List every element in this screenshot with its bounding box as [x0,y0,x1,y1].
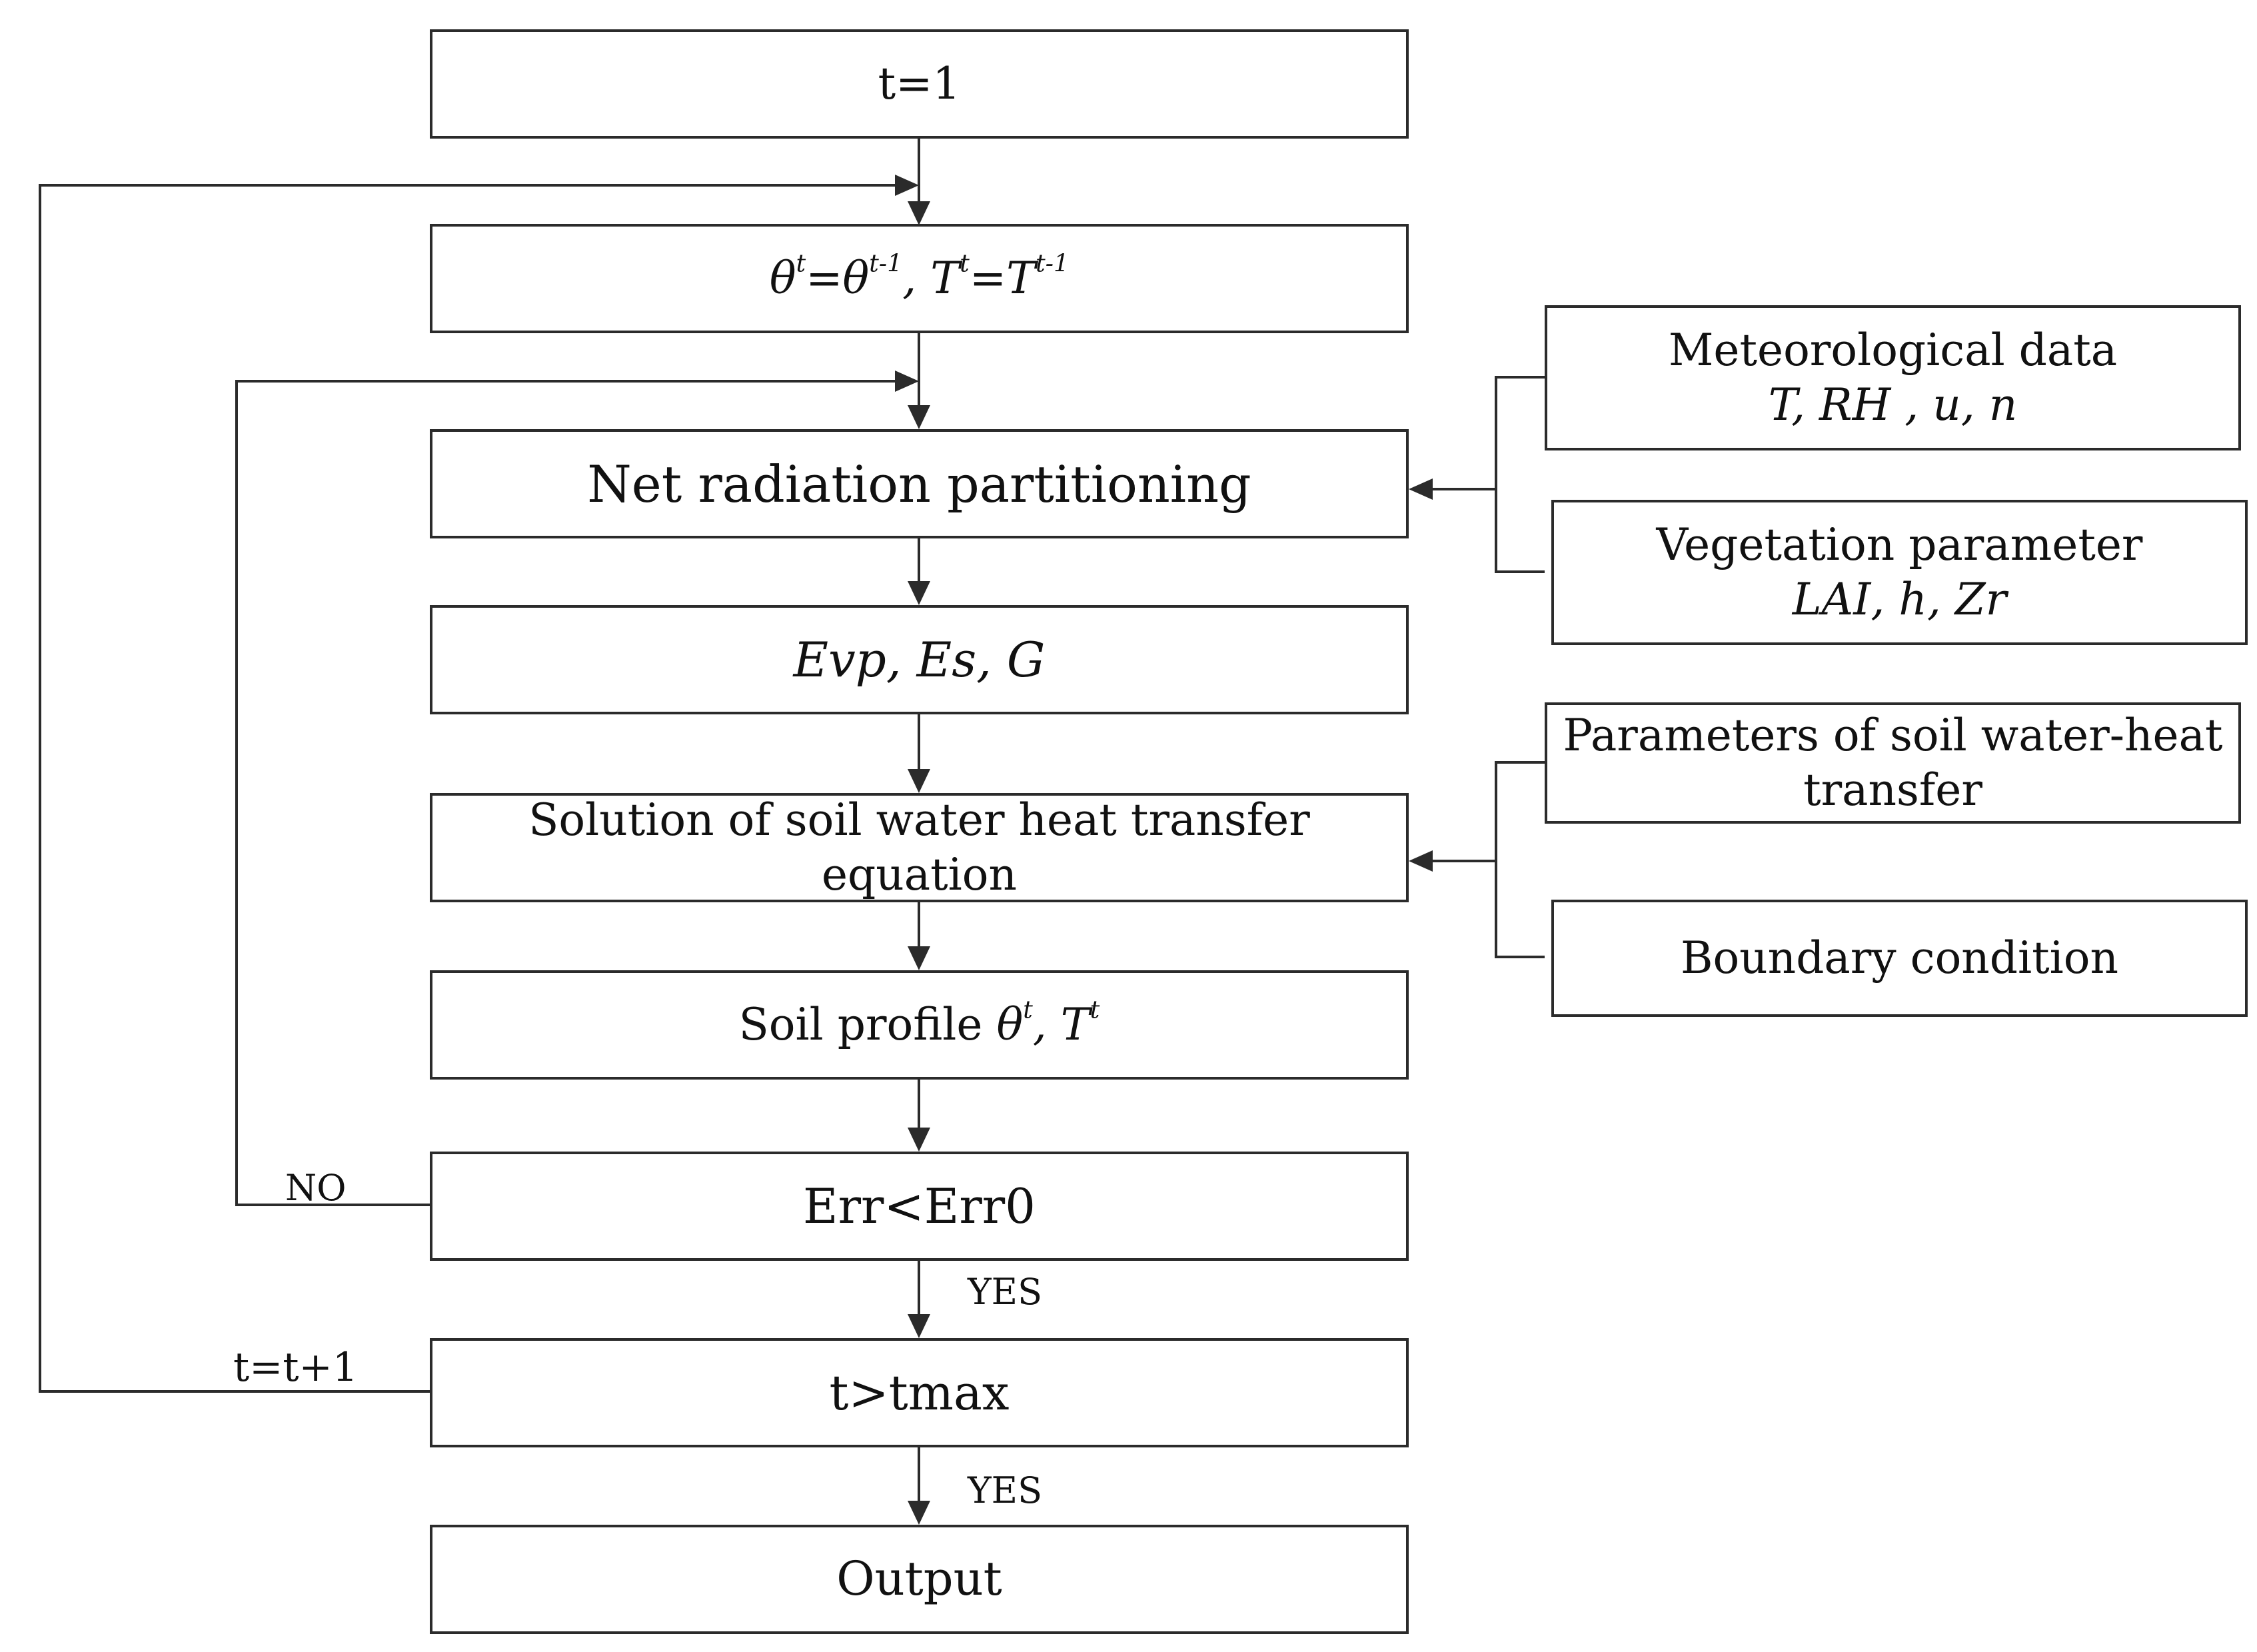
loop-err-no [235,380,900,1206]
arrowhead-netrad [908,405,930,429]
init-text: t=1 [878,57,961,109]
vegetation-title: Vegetation parameter [1656,518,2143,570]
boundary-text: Boundary condition [1680,932,2119,984]
arrowhead-err [908,1128,930,1152]
soil-params-box: Parameters of soil water-heat transfer [1545,702,2241,824]
meteo-vars: T, RH , u, n [1768,379,2018,430]
arrowhead-loop-inner [895,371,919,392]
solution-box: Solution of soil water heat transfer equ… [430,793,1409,902]
yes-label-time: YES [968,1469,1043,1511]
arrowhead-fluxes [908,581,930,605]
arrowhead-loop-outer [895,175,919,196]
assign-text: θt=θt-1, Tt=Tt-1 [769,249,1070,304]
arrowhead-profile [908,946,930,970]
arrowhead-assign [908,201,930,225]
err-check-box: Err<Err0 [430,1152,1409,1261]
net-radiation-text: Net radiation partitioning [587,454,1251,514]
arrowhead-soil-in [1409,850,1433,872]
output-box: Output [430,1525,1409,1634]
solution-text: Solution of soil water heat transfer equ… [528,794,1310,901]
arrowhead-solution [908,769,930,793]
fluxes-box: Evp, Es, G [430,605,1409,714]
bracket-soil [1495,761,1545,958]
time-check-box: t>tmax [430,1338,1409,1447]
fluxes-text: Evp, Es, G [793,632,1046,688]
output-text: Output [836,1551,1002,1607]
profile-text: Soil profile θt, Tt [738,995,1100,1050]
boundary-box: Boundary condition [1551,900,2248,1017]
net-radiation-box: Net radiation partitioning [430,429,1409,538]
arrowhead-meteo-in [1409,478,1433,500]
err-check-text: Err<Err0 [803,1178,1036,1234]
init-box: t=1 [430,29,1409,139]
profile-box: Soil profile θt, Tt [430,970,1409,1080]
vegetation-box: Vegetation parameter LAI, h, Zr [1551,500,2248,645]
meteo-title: Meteorological data [1668,324,2118,376]
arrowhead-time [908,1314,930,1338]
time-check-text: t>tmax [829,1365,1010,1421]
meteo-box: Meteorological data T, RH , u, n [1545,305,2241,450]
assign-box: θt=θt-1, Tt=Tt-1 [430,224,1409,333]
vegetation-vars: LAI, h, Zr [1792,574,2007,625]
increment-label: t=t+1 [233,1344,358,1391]
soil-params-line2: transfer [1803,764,1982,816]
bracket-meteo [1495,376,1545,573]
loop-time-increment [39,184,900,1393]
soil-params-line1: Parameters of soil water-heat [1563,709,2223,761]
yes-label-err: YES [968,1271,1043,1313]
no-label: NO [285,1167,347,1209]
arrowhead-output [908,1501,930,1525]
